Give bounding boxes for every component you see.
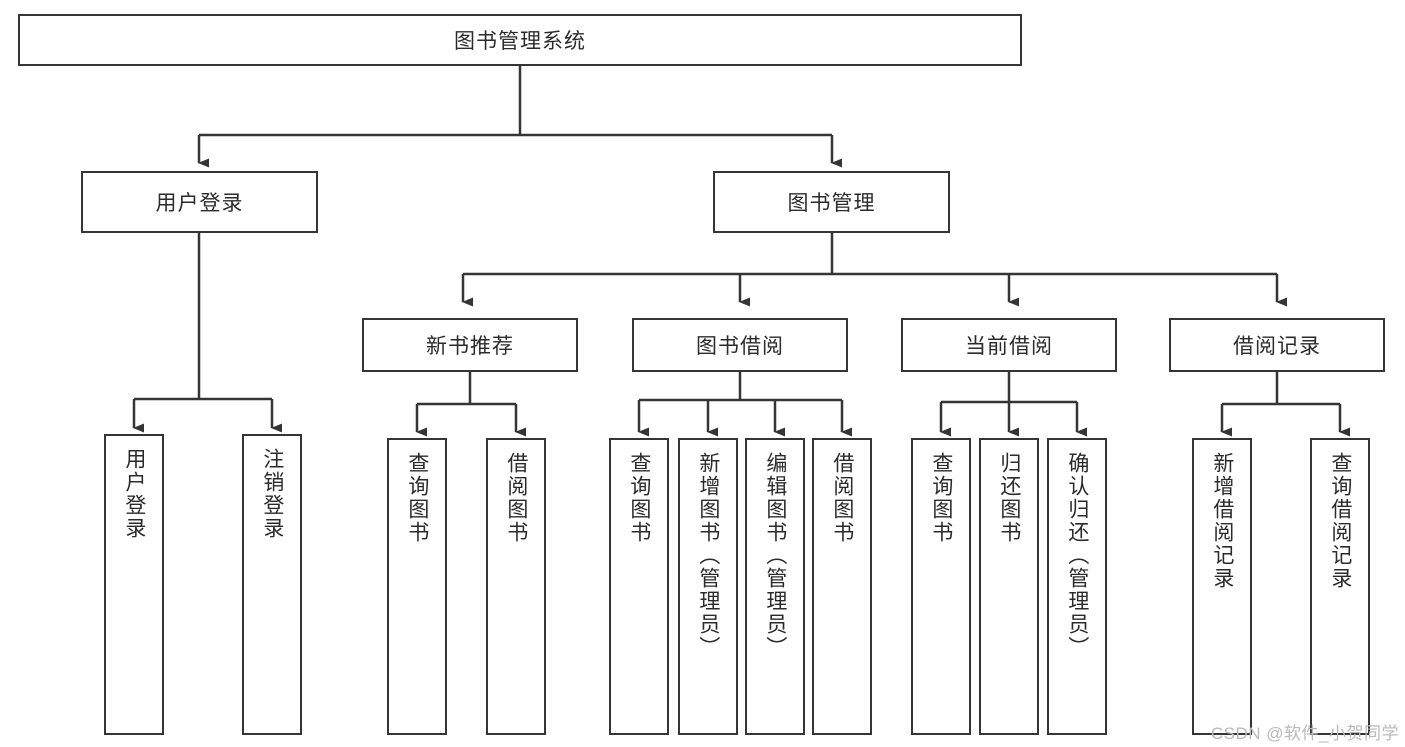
node-leaf-query-book-3-label: 查询图书 [929, 452, 953, 544]
node-book-borrow-label: 图书借阅 [696, 335, 784, 358]
node-new-book-recommend-label: 新书推荐 [426, 335, 514, 358]
node-leaf-query-book-2-label: 查询图书 [627, 452, 651, 544]
node-leaf-borrow-book-2[interactable]: 借阅图书 [812, 438, 872, 735]
node-leaf-query-book-3[interactable]: 查询图书 [911, 438, 971, 735]
node-user-login[interactable]: 用户登录 [81, 171, 318, 233]
node-leaf-confirm-return-label: 确认归还（管理员） [1065, 452, 1089, 659]
node-leaf-query-record[interactable]: 查询借阅记录 [1310, 438, 1370, 735]
node-current-borrow[interactable]: 当前借阅 [901, 318, 1117, 372]
node-leaf-edit-book-label: 编辑图书（管理员） [763, 452, 787, 659]
node-leaf-return-book[interactable]: 归还图书 [979, 438, 1039, 735]
node-leaf-borrow-book-1[interactable]: 借阅图书 [486, 438, 546, 735]
node-leaf-query-record-label: 查询借阅记录 [1328, 452, 1352, 590]
node-borrow-record-label: 借阅记录 [1233, 335, 1321, 358]
node-leaf-return-book-label: 归还图书 [997, 452, 1021, 544]
node-new-book-recommend[interactable]: 新书推荐 [362, 318, 578, 372]
node-leaf-query-book-2[interactable]: 查询图书 [609, 438, 669, 735]
node-leaf-logout[interactable]: 注销登录 [242, 434, 302, 735]
node-leaf-add-record-label: 新增借阅记录 [1210, 452, 1234, 590]
node-current-borrow-label: 当前借阅 [965, 335, 1053, 358]
node-book-manage-label: 图书管理 [787, 192, 876, 215]
node-root[interactable]: 图书管理系统 [18, 14, 1022, 66]
node-leaf-logout-label: 注销登录 [260, 448, 284, 540]
node-leaf-user-login-label: 用户登录 [122, 448, 146, 540]
node-leaf-add-book[interactable]: 新增图书（管理员） [678, 438, 738, 735]
node-leaf-borrow-book-1-label: 借阅图书 [504, 452, 528, 544]
node-leaf-confirm-return[interactable]: 确认归还（管理员） [1047, 438, 1107, 735]
node-borrow-record[interactable]: 借阅记录 [1169, 318, 1385, 372]
csdn-watermark: CSDN @软件_小贺同学 [1210, 724, 1399, 743]
node-user-login-label: 用户登录 [155, 192, 244, 215]
node-leaf-borrow-book-2-label: 借阅图书 [830, 452, 854, 544]
node-leaf-query-book-1[interactable]: 查询图书 [387, 438, 447, 735]
node-book-manage[interactable]: 图书管理 [713, 171, 950, 233]
node-book-borrow[interactable]: 图书借阅 [632, 318, 848, 372]
node-leaf-add-book-label: 新增图书（管理员） [696, 452, 720, 659]
node-leaf-user-login[interactable]: 用户登录 [104, 434, 164, 735]
node-leaf-query-book-1-label: 查询图书 [405, 452, 429, 544]
node-leaf-edit-book[interactable]: 编辑图书（管理员） [745, 438, 805, 735]
node-root-label: 图书管理系统 [454, 30, 586, 53]
node-leaf-add-record[interactable]: 新增借阅记录 [1192, 438, 1252, 735]
